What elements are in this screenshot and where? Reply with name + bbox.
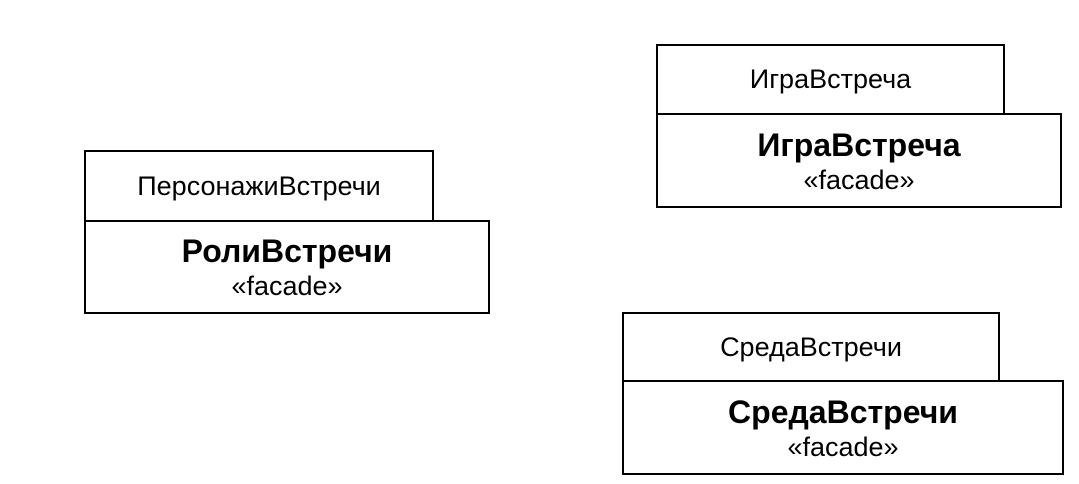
stereotype-label: «facade» [231, 271, 343, 301]
facade-name: СредаВстречи [728, 393, 958, 430]
stereotype-label: «facade» [787, 431, 899, 462]
package-tab-label: СредаВстречи [622, 312, 1000, 382]
package-tab-label: ПерсонажиВстречи [84, 150, 434, 222]
facade-name: РолиВстречи [181, 233, 393, 269]
package-body: ИграВстреча «facade» [656, 113, 1062, 208]
package-igra-vstrecha: ИграВстреча ИграВстреча «facade» [656, 44, 1062, 208]
package-tab-label: ИграВстреча [656, 44, 1005, 115]
package-body: РолиВстречи «facade» [84, 220, 490, 314]
facade-name: ИграВстреча [757, 126, 961, 163]
package-sreda-vstrechi: СредаВстречи СредаВстречи «facade» [622, 312, 1064, 475]
package-body: СредаВстречи «facade» [622, 380, 1064, 475]
stereotype-label: «facade» [803, 164, 915, 195]
package-personazhi-vstrechi: ПерсонажиВстречи РолиВстречи «facade» [84, 150, 490, 314]
